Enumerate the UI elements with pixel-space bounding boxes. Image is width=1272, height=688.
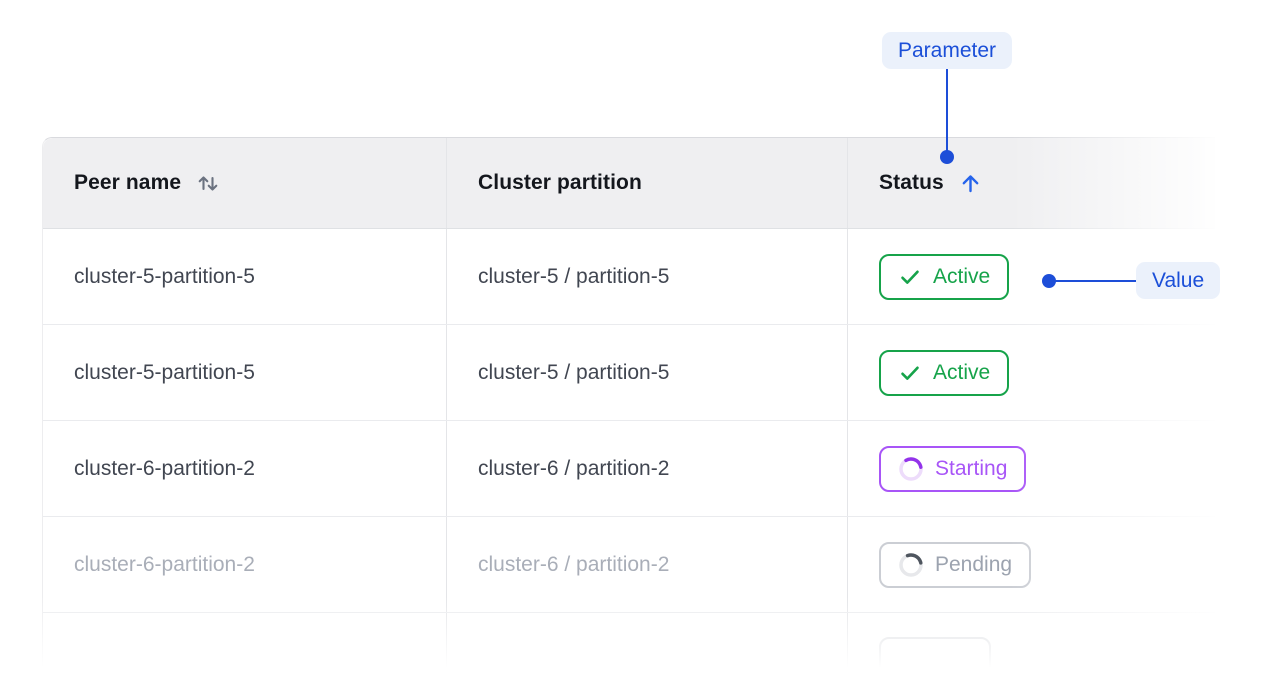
sort-updown-icon[interactable] (195, 170, 222, 197)
peers-table: Peer name Cluster partition Status (42, 137, 1215, 688)
column-header-peer-name[interactable]: Peer name (43, 138, 447, 228)
spinner-icon (898, 456, 924, 482)
annotation-parameter-label: Parameter (897, 38, 997, 62)
annotation-value-badge: Value (1136, 262, 1221, 299)
check-icon (898, 361, 922, 385)
status-badge-partial (879, 637, 991, 683)
column-header-label: Status (879, 171, 944, 194)
status-badge-label: Starting (935, 457, 1008, 480)
table-row: cluster-6-partition-2 cluster-6 / partit… (43, 421, 1215, 517)
cell-cluster-partition (447, 613, 848, 688)
status-badge-starting: Starting (879, 445, 1027, 492)
status-badge-label: Active (933, 361, 991, 384)
sort-ascending-icon[interactable] (958, 171, 983, 196)
cell-cluster-partition: cluster-5 / partition-5 (447, 325, 848, 420)
spinner-icon (898, 552, 924, 578)
column-header-cluster-partition: Cluster partition (447, 138, 848, 228)
column-header-label: Cluster partition (478, 171, 642, 194)
cell-peer-name (43, 613, 447, 688)
parameter-connector-dot (940, 150, 954, 164)
cell-status: Starting (848, 421, 1214, 516)
cell-cluster-partition: cluster-5 / partition-5 (447, 229, 848, 324)
cell-peer-name: cluster-6-partition-2 (43, 421, 447, 516)
table-row: cluster-5-partition-5 cluster-5 / partit… (43, 229, 1215, 325)
column-header-status[interactable]: Status (848, 138, 1214, 228)
table-row (43, 613, 1215, 688)
cell-cluster-partition: cluster-6 / partition-2 (447, 517, 848, 612)
status-badge-pending: Pending (879, 541, 1032, 588)
check-icon (898, 265, 922, 289)
status-badge-active: Active (879, 349, 1010, 396)
status-badge-active: Active (879, 253, 1010, 300)
cell-peer-name: cluster-5-partition-5 (43, 229, 447, 324)
parameter-connector-line (946, 69, 948, 153)
column-header-label: Peer name (74, 171, 182, 194)
value-connector-line (1049, 280, 1137, 282)
table-header-row: Peer name Cluster partition Status (43, 138, 1215, 229)
cell-status (848, 613, 1214, 688)
cell-peer-name: cluster-5-partition-5 (43, 325, 447, 420)
status-badge-label: Active (933, 265, 991, 288)
status-badge-label: Pending (935, 553, 1013, 576)
cell-cluster-partition: cluster-6 / partition-2 (447, 421, 848, 516)
cell-status: Active (848, 325, 1214, 420)
annotation-value-label: Value (1152, 268, 1205, 292)
table-row: cluster-5-partition-5 cluster-5 / partit… (43, 325, 1215, 421)
annotation-parameter-badge: Parameter (881, 32, 1013, 69)
cell-status: Pending (848, 517, 1214, 612)
cell-status: Active (848, 229, 1214, 324)
cell-peer-name: cluster-6-partition-2 (43, 517, 447, 612)
table-row: cluster-6-partition-2 cluster-6 / partit… (43, 517, 1215, 613)
